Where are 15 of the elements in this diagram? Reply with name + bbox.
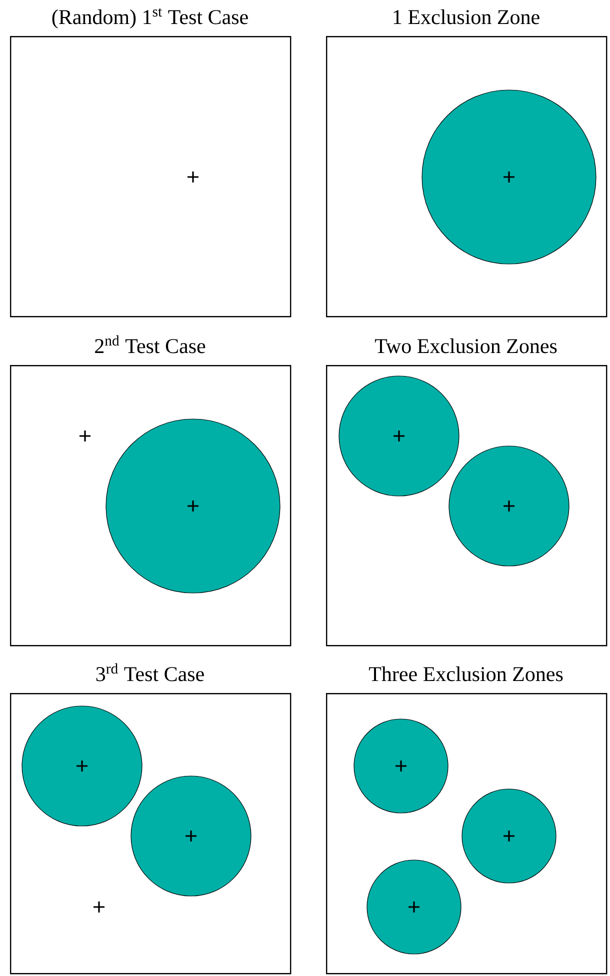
- panel-title: Two Exclusion Zones: [374, 338, 557, 354]
- panel-title: 1 Exclusion Zone: [394, 9, 540, 24]
- exclusion-zone: [22, 706, 142, 826]
- exclusion-zone: [354, 718, 448, 814]
- exclusion-zone: [422, 90, 596, 264]
- panel-title: (Random) 1$^{st}$ Test Case: [52, 8, 248, 28]
- exclusion-zone: [462, 788, 556, 884]
- panel-title: 2$^{nd}$ Test Case: [95, 335, 206, 354]
- panel-title: 3$^{rd}$ Test Case: [96, 663, 204, 682]
- panel-title: Three Exclusion Zones: [369, 666, 563, 682]
- exclusion-zone: [338, 376, 460, 496]
- exclusion-zone: [366, 860, 462, 954]
- exclusion-zone: [130, 776, 252, 896]
- exclusion-zone: [106, 418, 280, 594]
- exclusion-zone: [448, 446, 570, 566]
